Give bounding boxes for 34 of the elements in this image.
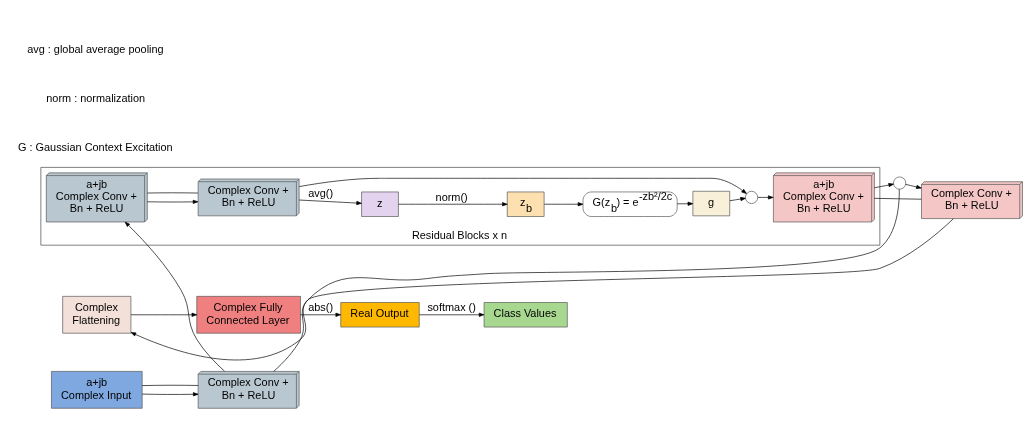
arrow — [141, 391, 198, 396]
edge-label: softmax () — [426, 300, 476, 313]
arrow — [298, 177, 747, 194]
arrow — [130, 217, 954, 360]
arrow — [756, 194, 773, 199]
arrow — [298, 199, 362, 205]
node-box: z — [360, 191, 399, 217]
node-box: Complex Fully Connected Layer — [195, 295, 301, 334]
arrow — [397, 201, 508, 206]
arrow — [873, 182, 894, 188]
node-circle — [892, 176, 906, 190]
node-box: Real Output — [339, 301, 420, 327]
arrow — [418, 312, 484, 317]
arrow — [543, 201, 583, 206]
label: norm : normalization — [45, 91, 145, 104]
label: avg : global average pooling — [26, 42, 164, 55]
edge-label: avg() — [307, 186, 333, 199]
node-circle — [744, 190, 758, 204]
node-box: Complex Flattening — [61, 295, 131, 334]
connector — [873, 197, 922, 200]
arrow — [299, 312, 341, 317]
edge-label: norm() — [435, 190, 468, 203]
arrow — [130, 312, 197, 317]
node-box: g — [692, 190, 730, 216]
arrow — [676, 201, 693, 206]
arrow — [124, 221, 225, 372]
edge-label: abs() — [307, 300, 333, 313]
connector — [141, 384, 198, 386]
arrow — [146, 199, 198, 204]
arrow — [729, 196, 746, 201]
label: G : Gaussian Context Excitation — [17, 140, 173, 153]
arrow — [904, 183, 922, 189]
node-box: a+jb Complex Input — [50, 370, 142, 409]
node-box: Class Values — [483, 301, 568, 327]
